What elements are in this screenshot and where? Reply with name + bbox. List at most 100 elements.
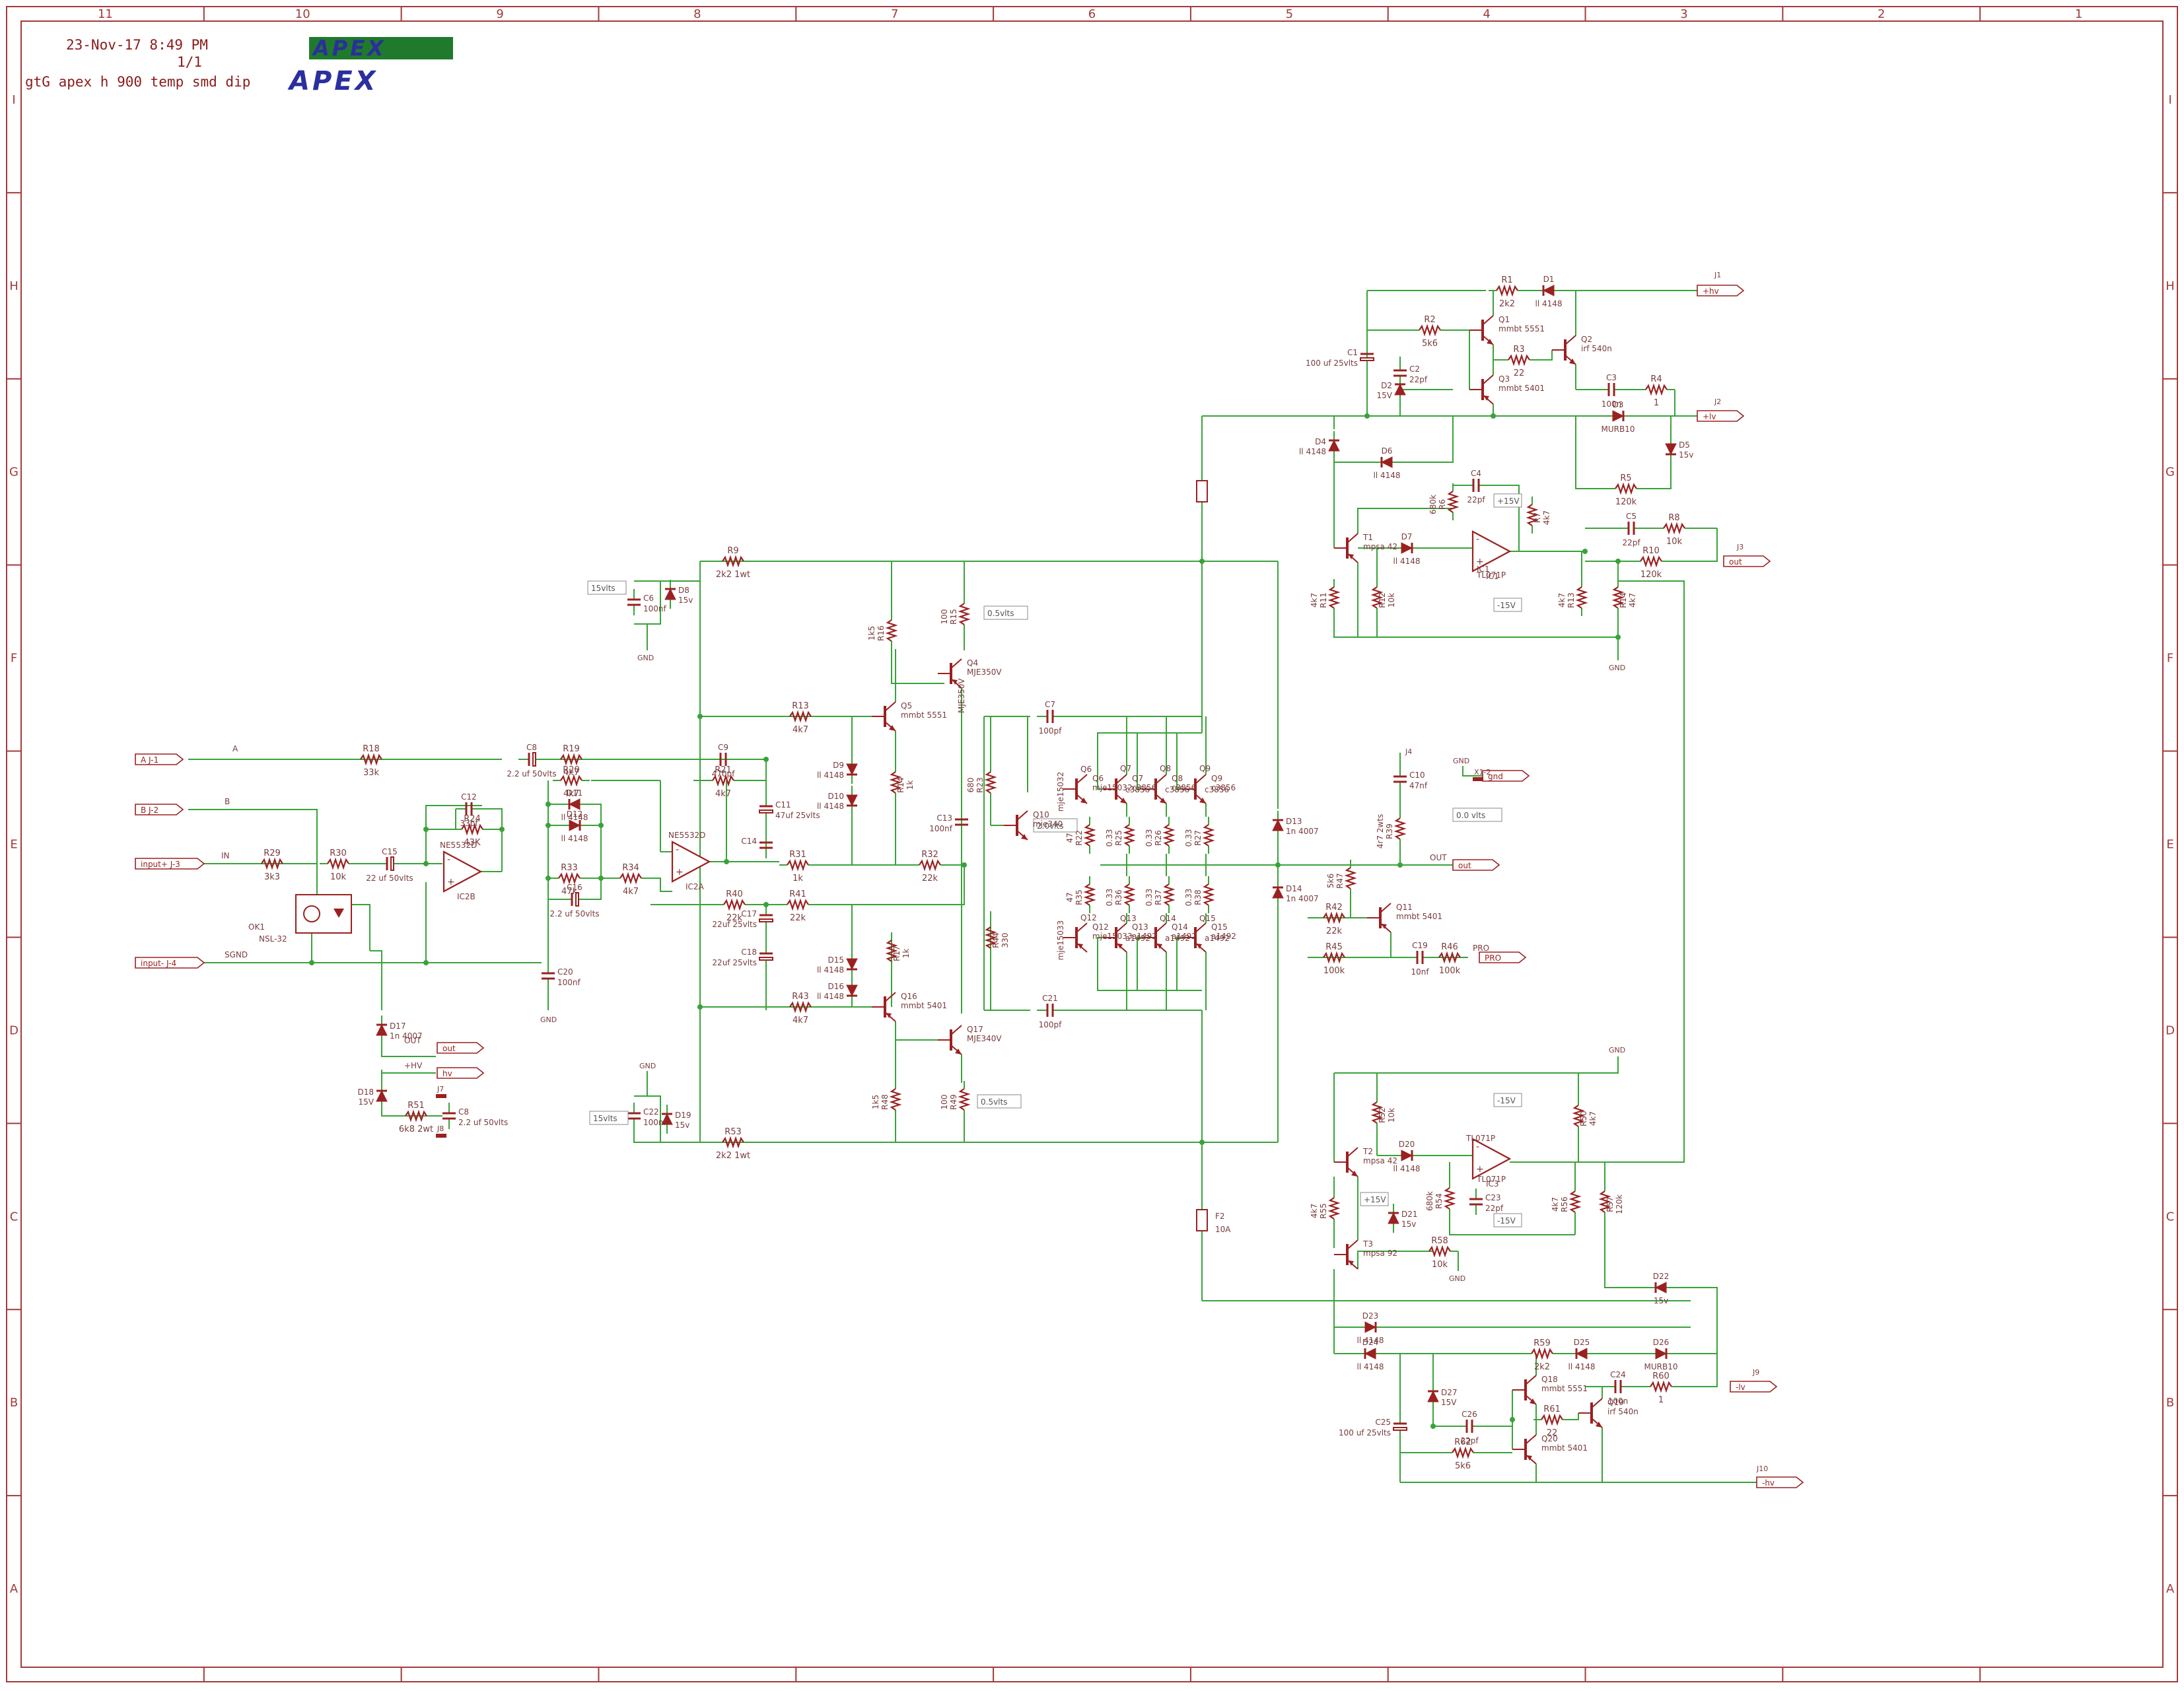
diode-d3	[1612, 410, 1625, 422]
wire	[491, 829, 503, 872]
label-text: SGND	[225, 950, 248, 959]
resistor-r9	[722, 555, 744, 568]
label-text: 15vlts	[593, 1114, 617, 1123]
resistor-r35	[1083, 883, 1096, 906]
label-text: R1	[1501, 275, 1512, 285]
label-text: +15V	[1497, 497, 1520, 506]
label-text: mmbt 5401	[1498, 384, 1545, 393]
transistor-collector	[1347, 533, 1358, 543]
label-text: mje15033	[1092, 932, 1133, 941]
resistor-r7	[1526, 504, 1539, 526]
diode-d24	[1364, 1348, 1376, 1360]
label-text: R31	[789, 850, 806, 860]
transistor-collector	[1482, 374, 1494, 385]
transistor-collector	[1591, 1398, 1603, 1408]
resistor-r41	[787, 898, 809, 911]
label-text: 4k7	[563, 768, 579, 778]
row-label: A	[2166, 1582, 2175, 1596]
label-text: R22	[1074, 830, 1084, 846]
label-text: 1	[1658, 1395, 1664, 1405]
label-text: +	[447, 877, 455, 887]
label-text: 22pf	[1485, 1204, 1504, 1213]
resistor-r45	[1323, 951, 1345, 964]
label-text: 2.2 uf 50vlts	[549, 909, 599, 918]
label-text: 680k	[1425, 1191, 1434, 1211]
capacitor-plate	[759, 810, 773, 813]
label-text: Q20	[1541, 1434, 1558, 1443]
label-text: hv	[442, 1069, 452, 1078]
label-text: +HV	[404, 1061, 423, 1070]
resistor-r14b	[1611, 586, 1625, 609]
row-label: D	[2166, 1023, 2175, 1037]
outer-border	[6, 6, 2178, 1682]
voltage-note-box	[1493, 1213, 1522, 1227]
label-text: D22	[1653, 1272, 1670, 1281]
label-text: Q15	[1211, 922, 1228, 932]
label-text: out	[1729, 557, 1742, 567]
label-text: GND	[1453, 757, 1469, 765]
label-text: Q1	[1498, 315, 1510, 324]
capacitor-plate	[1393, 1427, 1407, 1431]
resistor-r33	[558, 872, 581, 885]
wire	[1401, 416, 1454, 463]
label-text: D20	[1399, 1140, 1415, 1149]
label-text: 2k2 1wt	[716, 570, 750, 580]
label-text: R54	[1434, 1193, 1444, 1209]
transistor-collector	[1525, 1375, 1537, 1385]
label-text: R59	[1533, 1338, 1551, 1348]
label-text: a1492	[1211, 932, 1236, 941]
label-text: 2k2 1wt	[716, 1151, 750, 1161]
resistor-r6	[1446, 491, 1460, 513]
label-text: R39	[1385, 823, 1394, 839]
label-text: 5k6	[1422, 339, 1438, 349]
row-label: G	[2166, 466, 2175, 479]
label-text: 4k7	[1628, 593, 1637, 607]
row-label: I	[2168, 93, 2171, 107]
opamp-ic1	[1471, 530, 1512, 572]
label-text: D18	[357, 1087, 374, 1097]
row-label: A	[10, 1582, 18, 1596]
column-label: 11	[98, 7, 113, 21]
diode-d2	[1394, 383, 1406, 396]
label-text: c3856	[1165, 785, 1189, 794]
label-text: J8	[437, 1124, 444, 1133]
label-text: R8	[1668, 513, 1679, 523]
label-text: -	[676, 845, 679, 855]
label-text: J4	[1405, 747, 1412, 756]
junction-dot	[598, 876, 604, 881]
diode-d5	[1665, 443, 1677, 456]
label-text: a1492	[1125, 934, 1150, 943]
label-text: ll 4148	[561, 834, 588, 843]
resistor-r60	[1650, 1380, 1672, 1393]
wire	[351, 904, 370, 951]
label-text: -	[1476, 1142, 1479, 1152]
wire	[588, 878, 602, 900]
label-text: GND	[1609, 664, 1625, 672]
row-label: H	[9, 279, 18, 293]
diode-d14	[1272, 886, 1284, 899]
resistor-r42	[1323, 911, 1345, 924]
resistor-r49	[958, 1088, 971, 1111]
column-label: 4	[1483, 7, 1490, 21]
label-text: -15V	[1497, 1096, 1516, 1105]
label-text: 15v	[678, 596, 693, 605]
optocoupler-led	[334, 909, 344, 918]
label-text: 15v	[1401, 1220, 1416, 1229]
label-text: Q7	[1132, 774, 1143, 783]
label-text: R23	[975, 777, 985, 793]
label-text: a1492	[1165, 934, 1190, 943]
label-text: 1n 4007	[1286, 894, 1319, 903]
transistor-collector	[1380, 903, 1391, 913]
transistor-arrow	[1080, 798, 1087, 804]
transistor-collector	[1525, 1434, 1537, 1445]
wire	[1176, 732, 1202, 790]
wire	[742, 759, 767, 781]
resistor-r25	[1123, 824, 1136, 846]
label-text: 22	[1547, 1428, 1558, 1438]
label-text: ll 4148	[1373, 471, 1400, 480]
label-text: IN	[221, 851, 230, 860]
label-text: R4	[1650, 374, 1662, 384]
junction-dot	[724, 859, 729, 864]
label-text: J1	[1714, 271, 1721, 279]
label-text: 100 uf 25vlts	[1339, 1428, 1391, 1437]
